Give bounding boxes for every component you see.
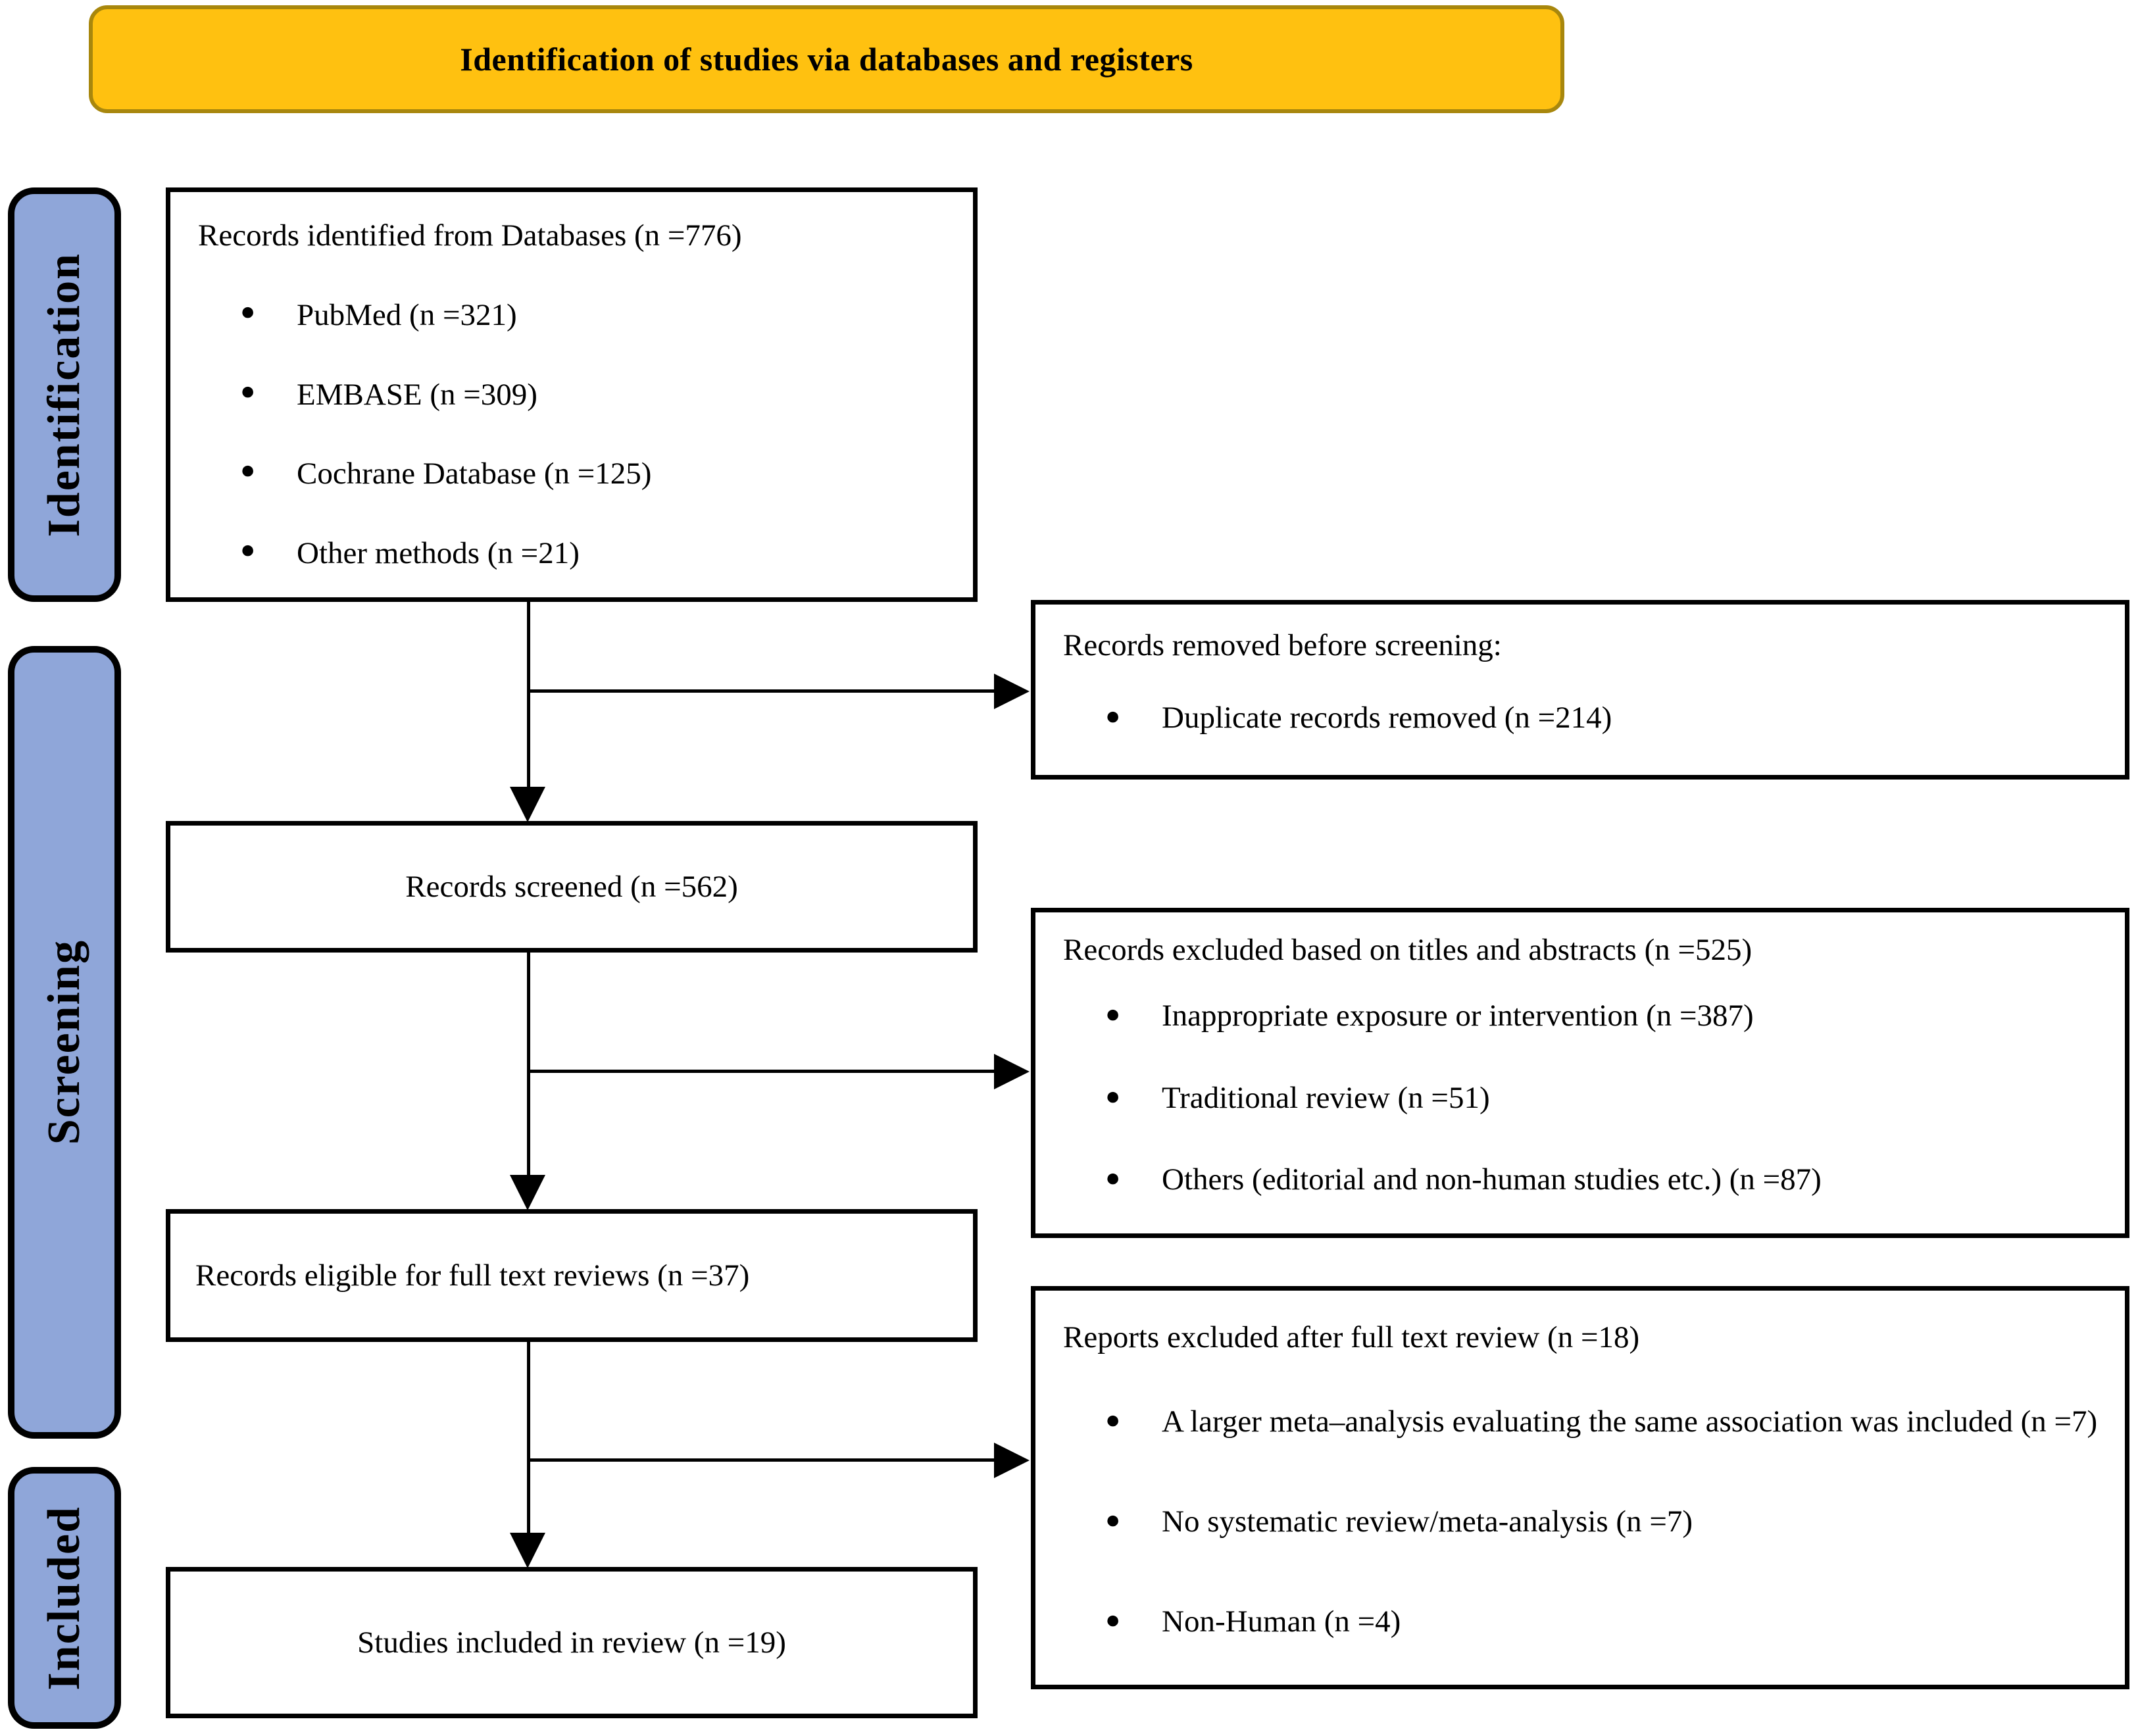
arrow-right-icon: [994, 1443, 1030, 1478]
bullet-icon: ●: [240, 297, 256, 326]
arrow-screened-to-eligible-line: [527, 951, 530, 1178]
list-item: ● Cochrane Database (n =125): [198, 455, 955, 493]
arrow-down-icon: [510, 1175, 545, 1210]
arrow-right-icon: [994, 674, 1030, 709]
diagram-title: Identification of studies via databases …: [460, 41, 1193, 78]
studies-included-heading: Studies included in review (n =19): [357, 1625, 786, 1660]
box-records-excluded-titles: Records excluded based on titles and abs…: [1031, 908, 2129, 1238]
box-records-identified-content: Records identified from Databases (n =77…: [170, 192, 973, 597]
bullet-icon: ●: [1105, 1164, 1121, 1192]
box-records-removed-content: Records removed before screening: ● Dupl…: [1035, 605, 2125, 775]
bullet-icon: ●: [240, 457, 256, 485]
list-item: ● Traditional review (n =51): [1063, 1081, 2106, 1133]
bullet-icon: ●: [1105, 1406, 1121, 1434]
list-item-text: Others (editorial and non-human studies …: [1162, 1162, 1822, 1197]
reports-excluded-fulltext-heading: Reports excluded after full text review …: [1063, 1320, 1640, 1355]
bullet-icon: ●: [240, 536, 256, 564]
records-eligible-heading: Records eligible for full text reviews (…: [195, 1258, 750, 1293]
list-item: ● No systematic review/meta-analysis (n …: [1063, 1504, 2106, 1557]
box-records-screened: Records screened (n =562): [166, 821, 978, 953]
stage-label-included: Included: [8, 1467, 121, 1729]
list-item-text: PubMed (n =321): [297, 297, 517, 332]
stage-label-screening-text: Screening: [39, 939, 89, 1145]
list-item: ● A larger meta–analysis evaluating the …: [1063, 1404, 2106, 1457]
bullet-icon: ●: [1105, 1082, 1121, 1110]
list-item-text: Non-Human (n =4): [1162, 1604, 1401, 1639]
box-records-excluded-titles-content: Records excluded based on titles and abs…: [1035, 912, 2125, 1233]
list-item: ● Other methods (n =21): [198, 534, 955, 573]
arrow-branch-to-removed-line: [528, 689, 997, 693]
stage-label-identification-text: Identification: [39, 252, 89, 537]
list-item: ● Duplicate records removed (n =214): [1063, 701, 2106, 753]
box-records-eligible: Records eligible for full text reviews (…: [166, 1209, 978, 1342]
list-item-text: Duplicate records removed (n =214): [1162, 701, 1612, 735]
records-removed-heading: Records removed before screening:: [1063, 628, 1502, 663]
records-excluded-titles-heading: Records excluded based on titles and abs…: [1063, 933, 1753, 968]
bullet-icon: ●: [1105, 1606, 1121, 1634]
arrow-down-icon: [510, 787, 545, 822]
arrow-branch-to-excluded-fulltext-line: [528, 1458, 997, 1462]
stage-label-identification: Identification: [8, 187, 121, 602]
list-item: ● Others (editorial and non-human studie…: [1063, 1162, 2106, 1215]
list-item: ● EMBASE (n =309): [198, 376, 955, 414]
bullet-icon: ●: [1105, 1001, 1121, 1029]
list-item-text: Traditional review (n =51): [1162, 1080, 1490, 1115]
arrow-branch-to-excluded-titles-line: [528, 1070, 997, 1073]
box-reports-excluded-fulltext: Reports excluded after full text review …: [1031, 1286, 2129, 1689]
arrow-eligible-to-included-line: [527, 1341, 530, 1536]
arrow-identified-to-screened-line: [527, 602, 530, 791]
list-item: ● PubMed (n =321): [198, 296, 955, 335]
list-item: ● Inappropriate exposure or intervention…: [1063, 999, 2106, 1051]
records-identified-heading: Records identified from Databases (n =77…: [198, 218, 742, 253]
list-item-text: Inappropriate exposure or intervention (…: [1162, 999, 1754, 1033]
stage-label-included-text: Included: [39, 1505, 89, 1691]
box-studies-included: Studies included in review (n =19): [166, 1567, 978, 1718]
list-item-text: A larger meta–analysis evaluating the sa…: [1162, 1404, 2098, 1439]
box-records-identified: Records identified from Databases (n =77…: [166, 187, 978, 602]
list-item-text: EMBASE (n =309): [297, 377, 537, 412]
bullet-icon: ●: [240, 377, 256, 405]
arrow-down-icon: [510, 1533, 545, 1568]
list-item-text: Other methods (n =21): [297, 536, 580, 571]
stage-label-screening: Screening: [8, 646, 121, 1439]
list-item: ● Non-Human (n =4): [1063, 1604, 2106, 1657]
records-screened-heading: Records screened (n =562): [405, 869, 738, 904]
title-banner: Identification of studies via databases …: [89, 5, 1564, 113]
bullet-icon: ●: [1105, 703, 1121, 730]
arrow-right-icon: [994, 1054, 1030, 1089]
list-item-text: Cochrane Database (n =125): [297, 457, 652, 491]
box-reports-excluded-fulltext-content: Reports excluded after full text review …: [1035, 1291, 2125, 1685]
box-records-removed: Records removed before screening: ● Dupl…: [1031, 600, 2129, 780]
bullet-icon: ●: [1105, 1506, 1121, 1534]
list-item-text: No systematic review/meta-analysis (n =7…: [1162, 1504, 1693, 1539]
